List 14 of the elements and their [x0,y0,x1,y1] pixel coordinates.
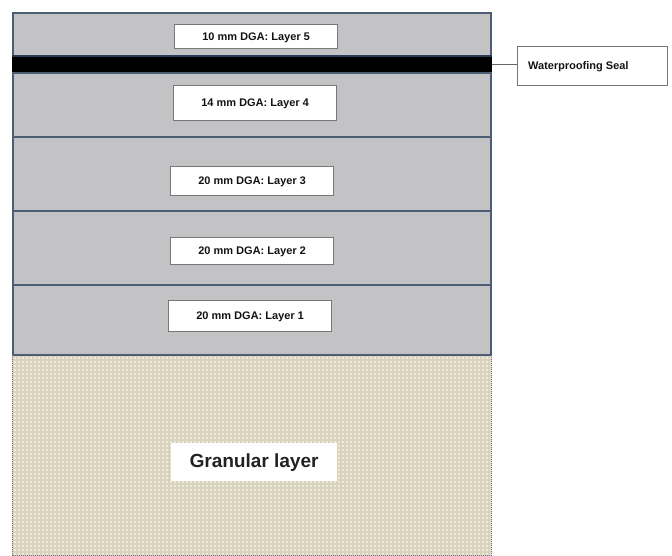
layer-label: 14 mm DGA: Layer 4 [173,85,337,121]
leader-line [492,64,518,65]
granular-layer [12,354,492,556]
layer-label: 10 mm DGA: Layer 5 [174,24,338,49]
layer-label: 20 mm DGA: Layer 2 [170,237,334,265]
layer-label: 20 mm DGA: Layer 3 [170,166,334,196]
pavement-layer [12,72,492,138]
pavement-layer [12,210,492,286]
callout-label: Waterproofing Seal [517,46,668,86]
pavement-layer [12,136,492,212]
pavement-layer [12,284,492,356]
layer-label: 20 mm DGA: Layer 1 [168,300,332,332]
pavement-layer [12,12,492,57]
layer-label: Granular layer [171,443,337,481]
